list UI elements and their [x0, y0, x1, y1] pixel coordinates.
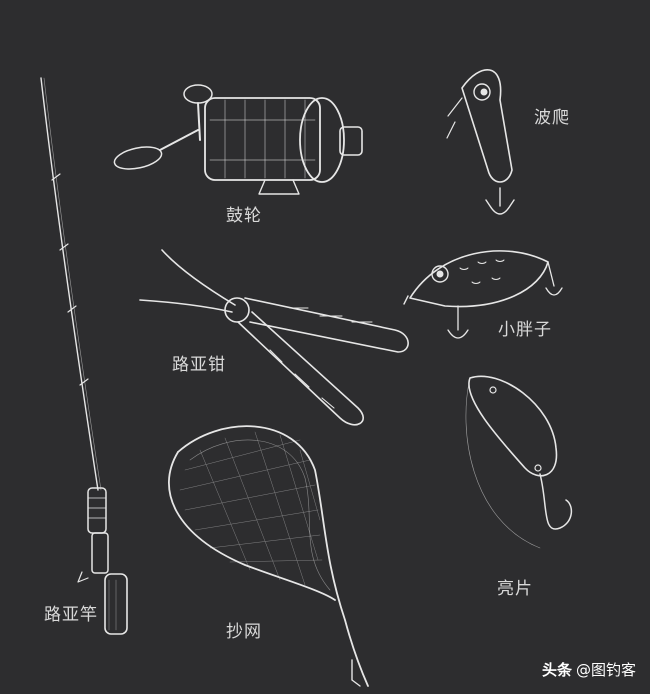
net-label: 抄网 [226, 622, 262, 642]
pliers-icon [139, 249, 409, 426]
watermark: 头条@图钓客 [542, 659, 636, 680]
reel-icon [113, 84, 363, 195]
popper-lure-icon [446, 69, 515, 215]
fishing-rod-icon [40, 77, 128, 635]
watermark-brand: 头条 [541, 661, 572, 679]
reel-label: 鼓轮 [226, 206, 262, 226]
landing-net-icon [168, 425, 369, 687]
spoon-label: 亮片 [497, 579, 533, 599]
spoon-lure-icon [465, 375, 573, 549]
crankbait-lure-icon [403, 250, 563, 339]
rod-label: 路亚竿 [44, 605, 98, 625]
crankbait-label: 小胖子 [498, 320, 552, 340]
pliers-label: 路亚钳 [172, 355, 226, 375]
watermark-handle: @图钓客 [575, 661, 636, 679]
popper-label: 波爬 [534, 108, 570, 128]
